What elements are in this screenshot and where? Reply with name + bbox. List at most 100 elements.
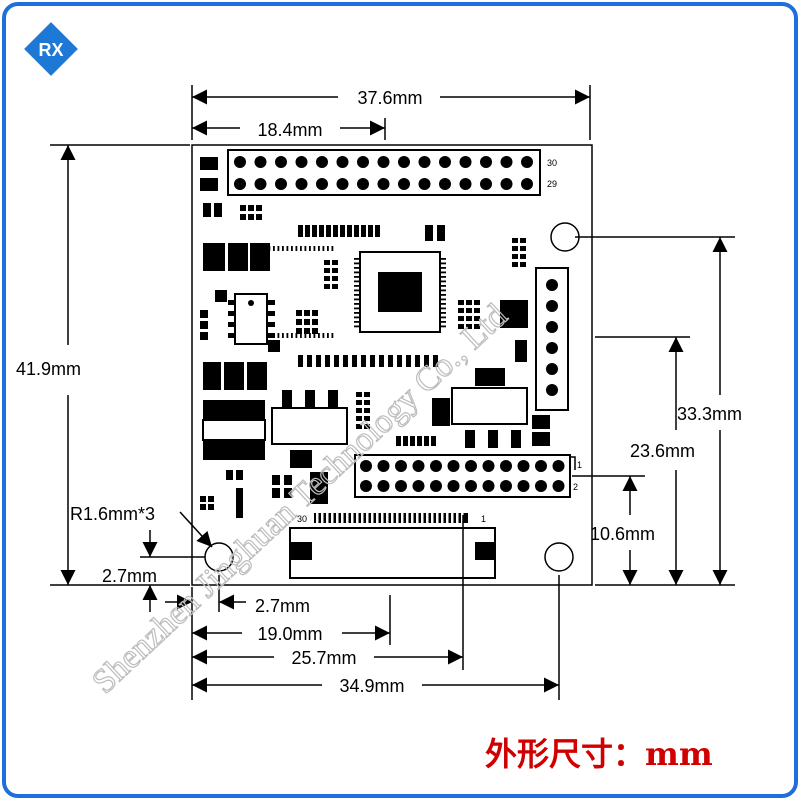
- header-pin: [418, 156, 431, 168]
- ic-pin: [354, 280, 359, 283]
- connector-pin2-label: 2: [573, 482, 578, 492]
- fpc-pin: [371, 513, 374, 523]
- ic-pin: [354, 307, 359, 310]
- dim-hole-radius: R1.6mm*3: [70, 504, 155, 524]
- smd-pad: [240, 205, 246, 211]
- dimension-lines: [50, 85, 735, 700]
- ic-pin: [327, 333, 329, 338]
- fpc-pin: [316, 513, 319, 523]
- smd-pad: [433, 355, 438, 367]
- smd-pad: [324, 276, 330, 281]
- header-pin29-label: 29: [547, 179, 557, 189]
- smd-pad: [520, 238, 526, 243]
- side-connector-pin: [546, 363, 558, 375]
- ic-pin: [354, 298, 359, 301]
- connector-pin: [447, 460, 460, 472]
- smd-pad: [512, 238, 518, 243]
- header-pin: [459, 156, 472, 168]
- logo-text: RX: [38, 40, 63, 60]
- smd-pad: [304, 310, 310, 316]
- fpc-pin1-label: 1: [481, 514, 486, 524]
- smd-pad: [356, 424, 362, 429]
- connector-pin: [535, 460, 547, 472]
- smd-pad: [520, 246, 526, 251]
- connector-pin: [395, 480, 407, 492]
- smd-pad: [200, 321, 208, 329]
- smd-pad: [512, 262, 518, 267]
- connector-pin: [395, 460, 407, 472]
- smd-pad: [200, 332, 208, 340]
- smd-pad: [364, 400, 370, 405]
- ic-pin: [354, 321, 359, 323]
- ic-pin: [327, 246, 329, 251]
- ic-pin: [268, 246, 271, 251]
- ic-pin: [354, 262, 359, 265]
- smd-pad: [312, 225, 317, 237]
- connector-pin: [535, 480, 547, 492]
- ic-pin: [354, 325, 359, 328]
- smd-pad: [520, 262, 526, 267]
- smd-pad: [466, 324, 472, 329]
- smd-pad: [354, 225, 359, 237]
- smd-pad: [343, 355, 348, 367]
- smd-pad: [406, 355, 411, 367]
- ic-pin: [441, 307, 446, 310]
- ic-pin: [322, 246, 325, 251]
- ic-pin: [441, 280, 446, 283]
- smd-pad: [417, 436, 422, 446]
- fpc-pin: [456, 513, 459, 523]
- fpc-pin: [426, 513, 429, 523]
- header-pin: [275, 178, 287, 190]
- ic-pin: [354, 267, 359, 269]
- dim-fpc-left: 19.0mm: [257, 624, 322, 644]
- ic-pin: [282, 246, 284, 251]
- ic-pin: [322, 333, 325, 338]
- ic-pin: [277, 246, 280, 251]
- fpc-pin: [361, 513, 364, 523]
- fpc-pin: [446, 513, 449, 523]
- header-pin: [357, 178, 369, 190]
- connector-pin1-label: 1: [577, 460, 582, 470]
- smd-pad: [364, 416, 370, 421]
- soic-pin: [228, 300, 235, 305]
- smd-pad: [361, 355, 366, 367]
- fpc-pin: [326, 513, 329, 523]
- connector-pin: [517, 460, 530, 472]
- header-pin: [459, 178, 472, 190]
- ic-pin: [354, 303, 359, 305]
- smd-pad: [240, 214, 246, 220]
- ic-pin: [354, 285, 359, 287]
- smd-pad: [431, 436, 436, 446]
- fpc-pin: [411, 513, 414, 523]
- smd-pad: [396, 436, 401, 446]
- fpc-pin: [351, 513, 354, 523]
- fpc-pin: [396, 513, 399, 523]
- ic-pin: [309, 246, 311, 251]
- header-pin: [316, 178, 328, 190]
- fpc-pin: [416, 513, 419, 523]
- ic-pin: [313, 333, 316, 338]
- inductor: [202, 419, 266, 441]
- smd-pad: [296, 328, 302, 334]
- smd-pad: [458, 316, 464, 321]
- smd-pad: [304, 319, 310, 325]
- brand-logo: RX: [24, 22, 78, 76]
- dimension-unit-caption: 外形尺寸：mm: [485, 735, 713, 773]
- fpc-pin: [436, 513, 439, 523]
- smd-pad: [256, 205, 262, 211]
- connector-pin: [517, 480, 530, 492]
- fpc-pin: [431, 513, 434, 523]
- ic-pin: [313, 246, 316, 251]
- ic-pin: [282, 333, 284, 338]
- header-pin: [336, 156, 349, 168]
- ic-pin: [441, 262, 446, 265]
- smd-pad: [388, 355, 393, 367]
- fpc-pin: [441, 513, 444, 523]
- ic-pin: [295, 246, 298, 251]
- fpc-pin: [381, 513, 384, 523]
- ic-pin: [441, 289, 446, 292]
- smd-pad: [332, 276, 338, 281]
- dim-connector-height: 23.6mm: [630, 441, 695, 461]
- smd-pad: [364, 424, 370, 429]
